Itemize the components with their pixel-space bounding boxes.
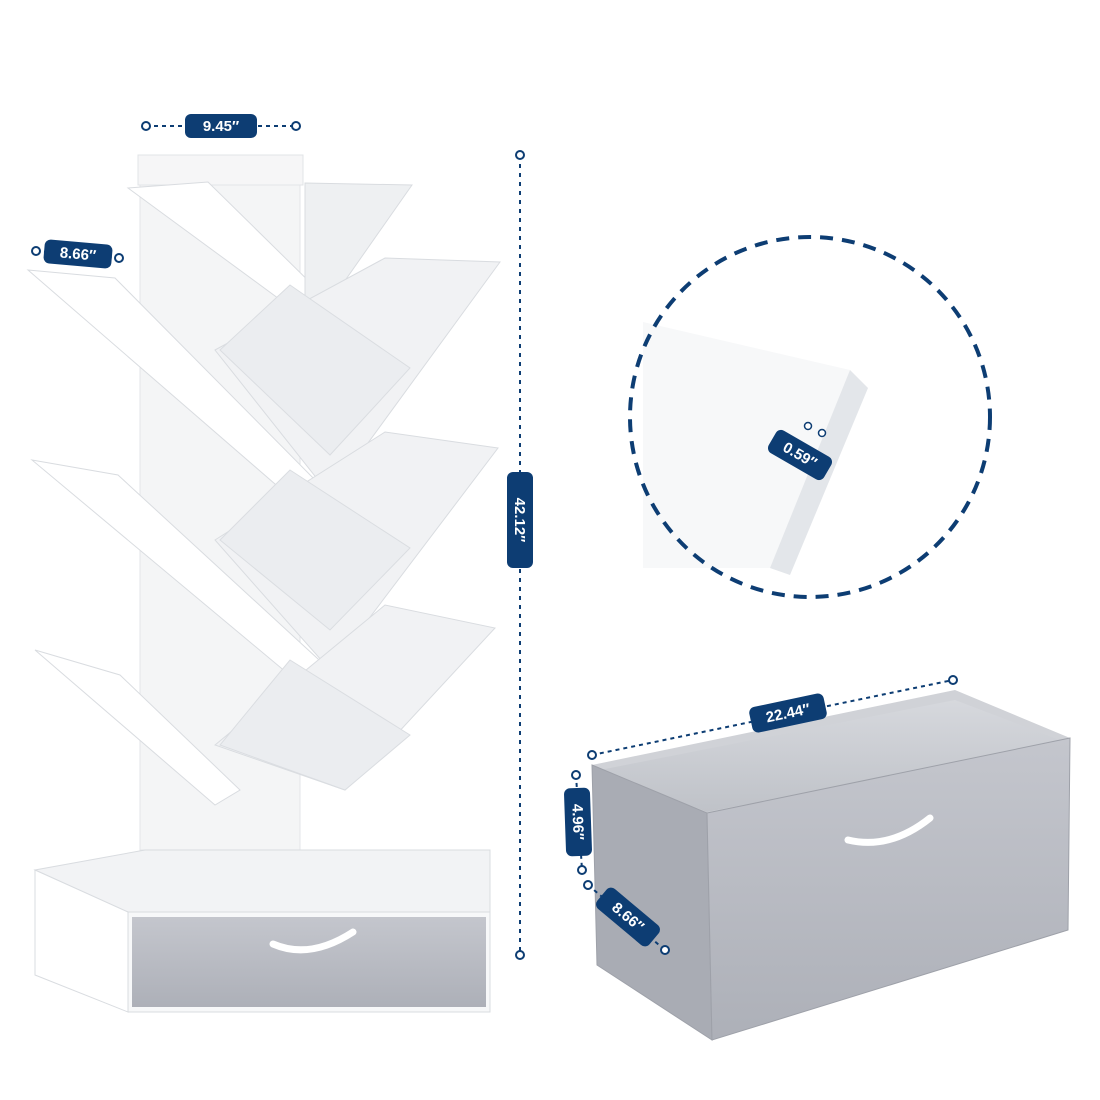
drawer-handle (844, 814, 934, 846)
drawer-front-panel (706, 737, 1071, 1041)
tree-bookshelf (26, 154, 501, 1013)
bookshelf-width-text: 9.45″ (203, 118, 239, 135)
total-height-text: 42.12″ (511, 498, 528, 543)
detail-board-top (643, 322, 850, 568)
thickness-marker-dot-b (817, 428, 827, 438)
drawer-height-text: 4.96″ (568, 804, 586, 841)
shelf-depth-text: 8.66″ (59, 244, 97, 264)
label-drawer-height: 4.96″ (564, 787, 592, 857)
label-total-height: 42.12″ (507, 472, 533, 568)
compartment-inner-1 (219, 284, 411, 456)
label-bookshelf-width: 9.45″ (185, 114, 257, 138)
board-thickness-detail: 0.59″ (628, 235, 992, 599)
base-drawer-handle (269, 928, 357, 954)
compartment-inner-3 (219, 659, 411, 791)
label-drawer-length: 22.44″ (749, 693, 827, 733)
detail-dashed-circle (628, 235, 992, 599)
shelf-left-3 (34, 649, 241, 806)
label-shelf-depth: 8.66″ (43, 239, 113, 269)
top-backboard (137, 154, 304, 186)
thickness-marker-dot-a (803, 421, 813, 431)
base-drawer-fabric (132, 917, 486, 1007)
fabric-drawer (591, 690, 1071, 1041)
compartment-inner-2 (219, 469, 411, 631)
drawer-inner-floor (600, 700, 1065, 812)
